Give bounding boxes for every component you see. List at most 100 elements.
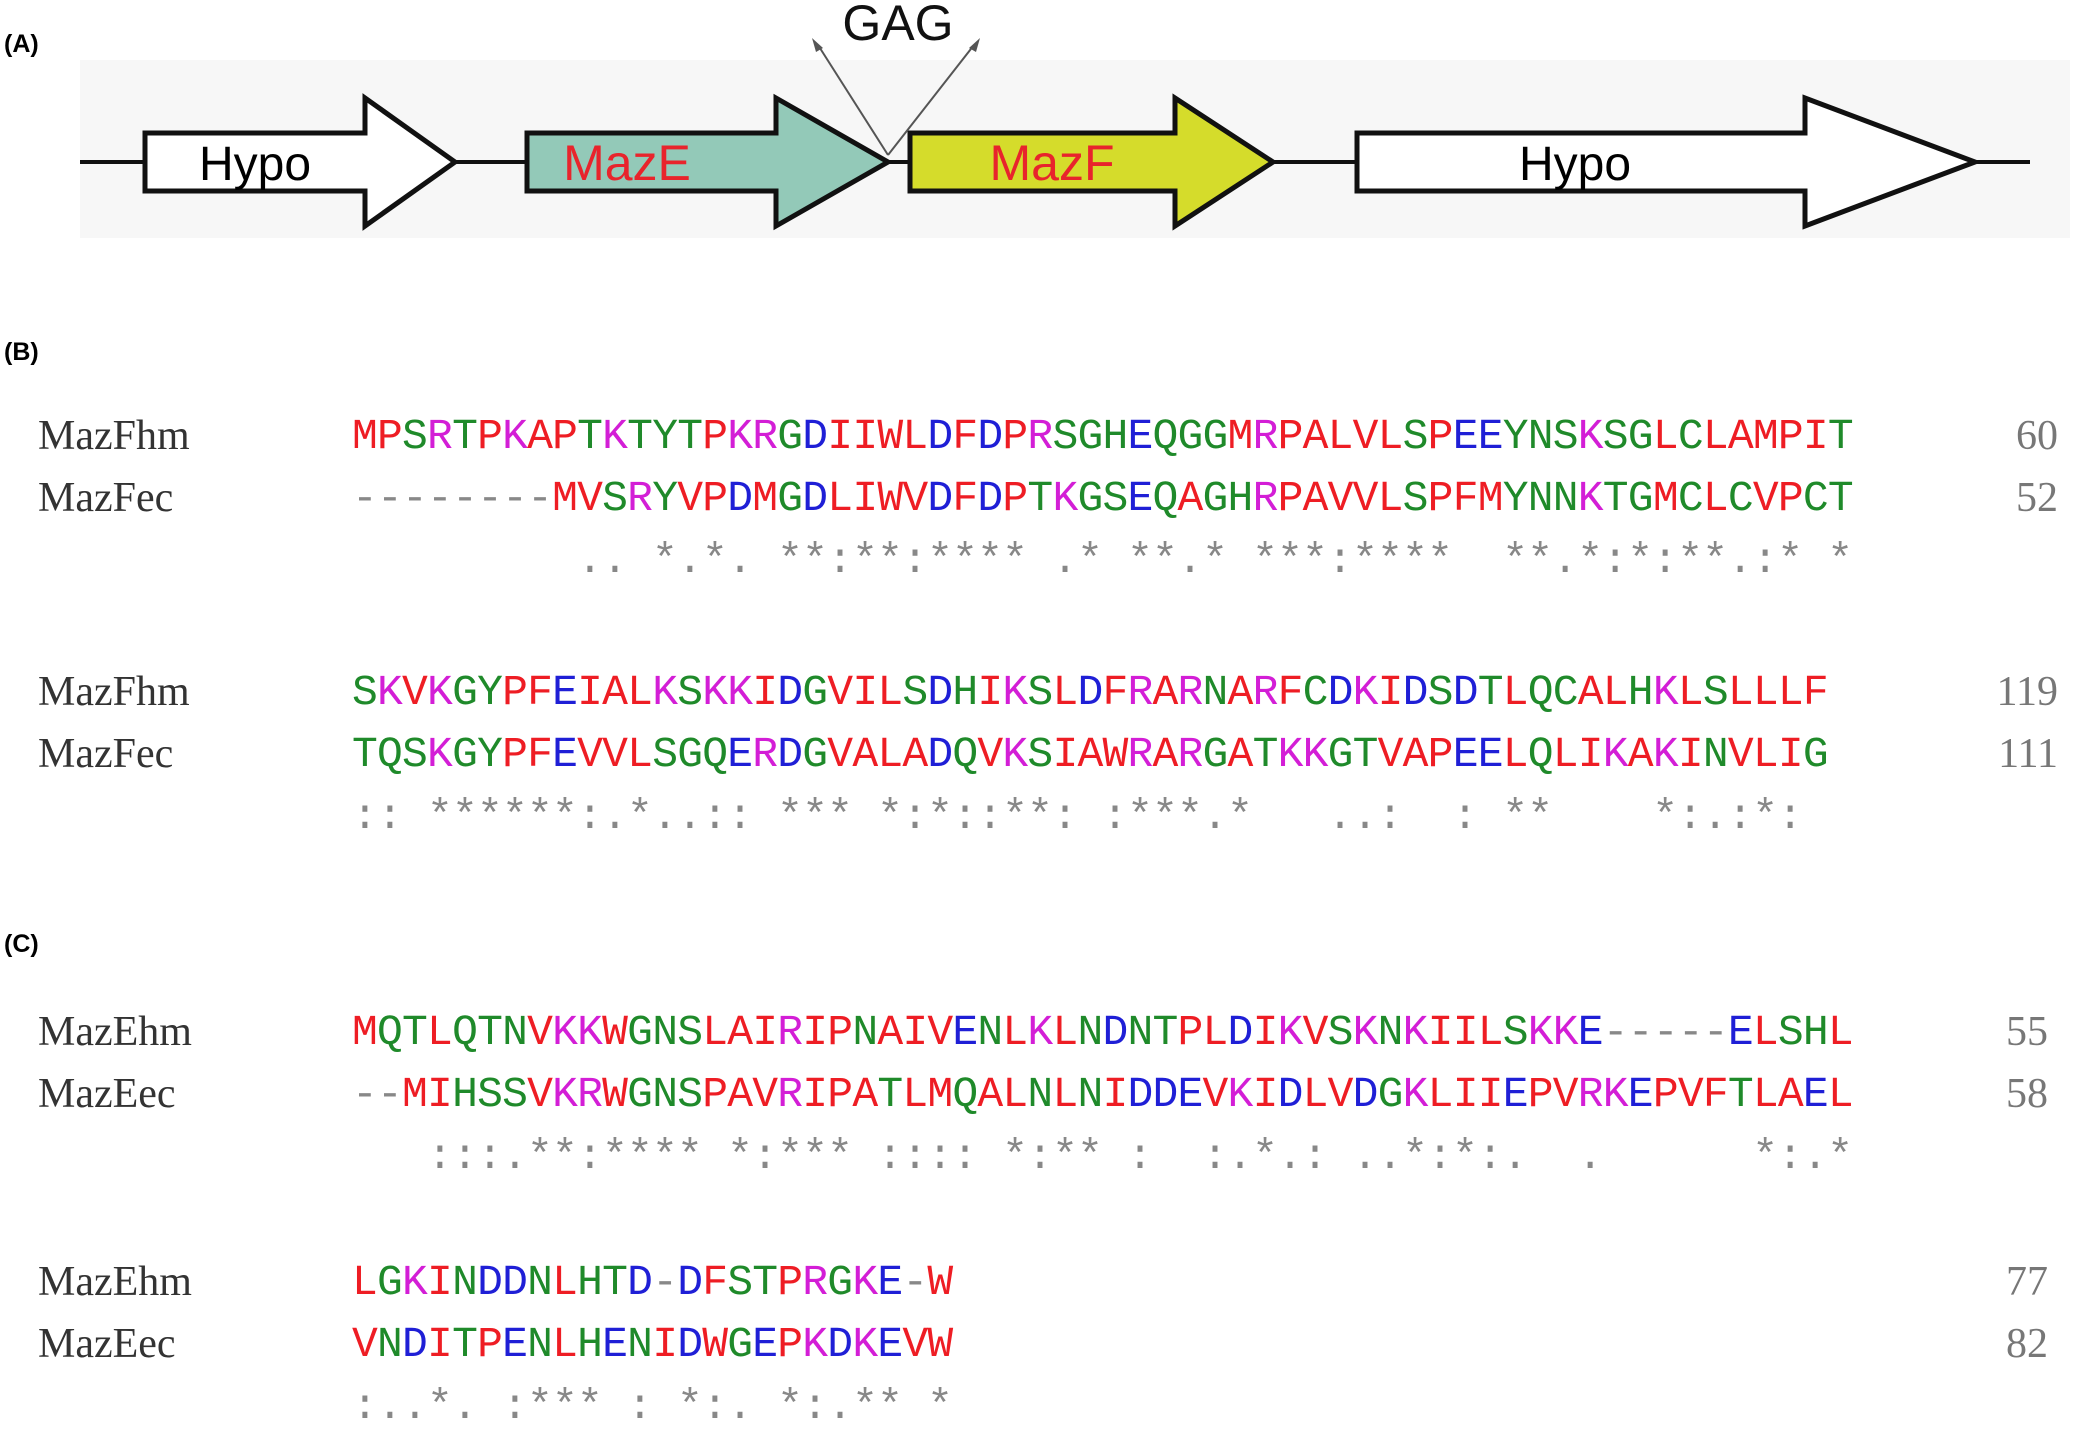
residue: T xyxy=(877,1070,903,1119)
residue: G xyxy=(377,1258,403,1307)
residue: W xyxy=(1102,730,1128,779)
residue: N xyxy=(1702,730,1729,779)
residue: N xyxy=(527,1258,553,1307)
residue: K xyxy=(1227,1070,1254,1119)
residue: V xyxy=(1552,1070,1579,1119)
residue: N xyxy=(1127,1008,1153,1057)
residue: G xyxy=(627,1008,653,1057)
residue: I xyxy=(652,1320,678,1369)
residue: A xyxy=(902,730,928,779)
junction-label: GAG xyxy=(842,0,953,51)
residue: P xyxy=(1427,730,1454,779)
residue: L xyxy=(627,730,653,779)
sequence-residues: LGKINDDNLHTD-DFSTPRGKE-W xyxy=(352,1258,953,1307)
residue: L xyxy=(1827,1008,1854,1057)
residue: M xyxy=(1227,412,1254,461)
residue: P xyxy=(502,730,528,779)
residue: H xyxy=(1227,474,1254,523)
residue: - xyxy=(1702,1008,1729,1057)
residue: K xyxy=(1027,1008,1053,1057)
residue: M xyxy=(752,474,778,523)
residue: E xyxy=(1727,1008,1754,1057)
residue: V xyxy=(1727,730,1754,779)
residue: P xyxy=(1427,412,1454,461)
residue: P xyxy=(1277,474,1304,523)
residue: K xyxy=(427,668,453,717)
residue: W xyxy=(877,412,903,461)
residue: E xyxy=(1627,1070,1654,1119)
residue: D xyxy=(1127,1070,1153,1119)
residue: G xyxy=(627,1070,653,1119)
residue: C xyxy=(1552,668,1579,717)
residue: C xyxy=(1677,412,1704,461)
residue: E xyxy=(727,730,753,779)
residue: - xyxy=(427,474,453,523)
residue: L xyxy=(1002,1008,1028,1057)
sequence-name: MazEec xyxy=(38,1071,176,1117)
sequence-name: MazFhm xyxy=(38,669,190,715)
panel-label-b: (B) xyxy=(4,338,39,366)
residue: P xyxy=(1277,412,1304,461)
residue: T xyxy=(452,1320,478,1369)
residue: I xyxy=(1252,1070,1279,1119)
residue: G xyxy=(1627,474,1654,523)
residue: N xyxy=(1552,474,1579,523)
residue: F xyxy=(527,668,553,717)
residue: A xyxy=(1627,730,1654,779)
residue: G xyxy=(452,730,478,779)
sequence-name: MazEhm xyxy=(38,1009,192,1055)
residue: Y xyxy=(652,474,678,523)
residue: R xyxy=(752,412,778,461)
residue: I xyxy=(1452,1070,1479,1119)
residue: I xyxy=(1452,1008,1479,1057)
residue: G xyxy=(1202,412,1229,461)
residue: K xyxy=(1602,1070,1629,1119)
residue: G xyxy=(827,1258,853,1307)
residue: G xyxy=(802,730,828,779)
sequence-name: MazEhm xyxy=(38,1259,192,1305)
residue: Q xyxy=(702,730,728,779)
residue: P xyxy=(1427,474,1454,523)
residue: L xyxy=(1827,1070,1854,1119)
gene-label-mazf-2: MazF xyxy=(990,135,1115,191)
residue: Q xyxy=(377,1008,403,1057)
residue: L xyxy=(1427,1070,1454,1119)
residue: H xyxy=(952,668,978,717)
residue: Q xyxy=(452,1008,478,1057)
residue: V xyxy=(827,730,853,779)
residue: M xyxy=(927,1070,953,1119)
residue: D xyxy=(1352,1070,1379,1119)
residue: R xyxy=(1177,668,1204,717)
residue: D xyxy=(802,474,828,523)
residue: D xyxy=(1077,668,1103,717)
residue-count: 58 xyxy=(2006,1071,2048,1117)
residue: E xyxy=(552,668,578,717)
residue: V xyxy=(1352,474,1379,523)
residue: D xyxy=(1402,668,1429,717)
residue: R xyxy=(1252,668,1279,717)
residue: G xyxy=(452,668,478,717)
residue: A xyxy=(727,1008,753,1057)
sequence-residues: TQSKGYPFEVVLSGQERDGVALADQVKSIAWRARGATKKG… xyxy=(352,730,1829,779)
residue: I xyxy=(852,668,878,717)
residue: T xyxy=(402,1008,428,1057)
residue: G xyxy=(1077,412,1103,461)
residue: R xyxy=(1577,1070,1604,1119)
residue: D xyxy=(627,1258,653,1307)
gene-label-hypo-3: Hypo xyxy=(1519,138,1631,191)
residue: P xyxy=(1002,412,1028,461)
residue: D xyxy=(1227,1008,1254,1057)
residue: L xyxy=(902,1070,928,1119)
residue: - xyxy=(377,474,403,523)
residue: I xyxy=(802,1008,828,1057)
residue: T xyxy=(1827,474,1854,523)
residue: L xyxy=(1752,1008,1779,1057)
residue: N xyxy=(1077,1008,1103,1057)
residue: K xyxy=(1577,412,1604,461)
residue: N xyxy=(977,1008,1003,1057)
residue: V xyxy=(1327,474,1354,523)
residue: K xyxy=(727,668,753,717)
residue: I xyxy=(1577,730,1604,779)
residue-count: 77 xyxy=(2006,1259,2048,1305)
consensus-line: :..*. :*** : *:. *:.** * xyxy=(352,1382,953,1431)
